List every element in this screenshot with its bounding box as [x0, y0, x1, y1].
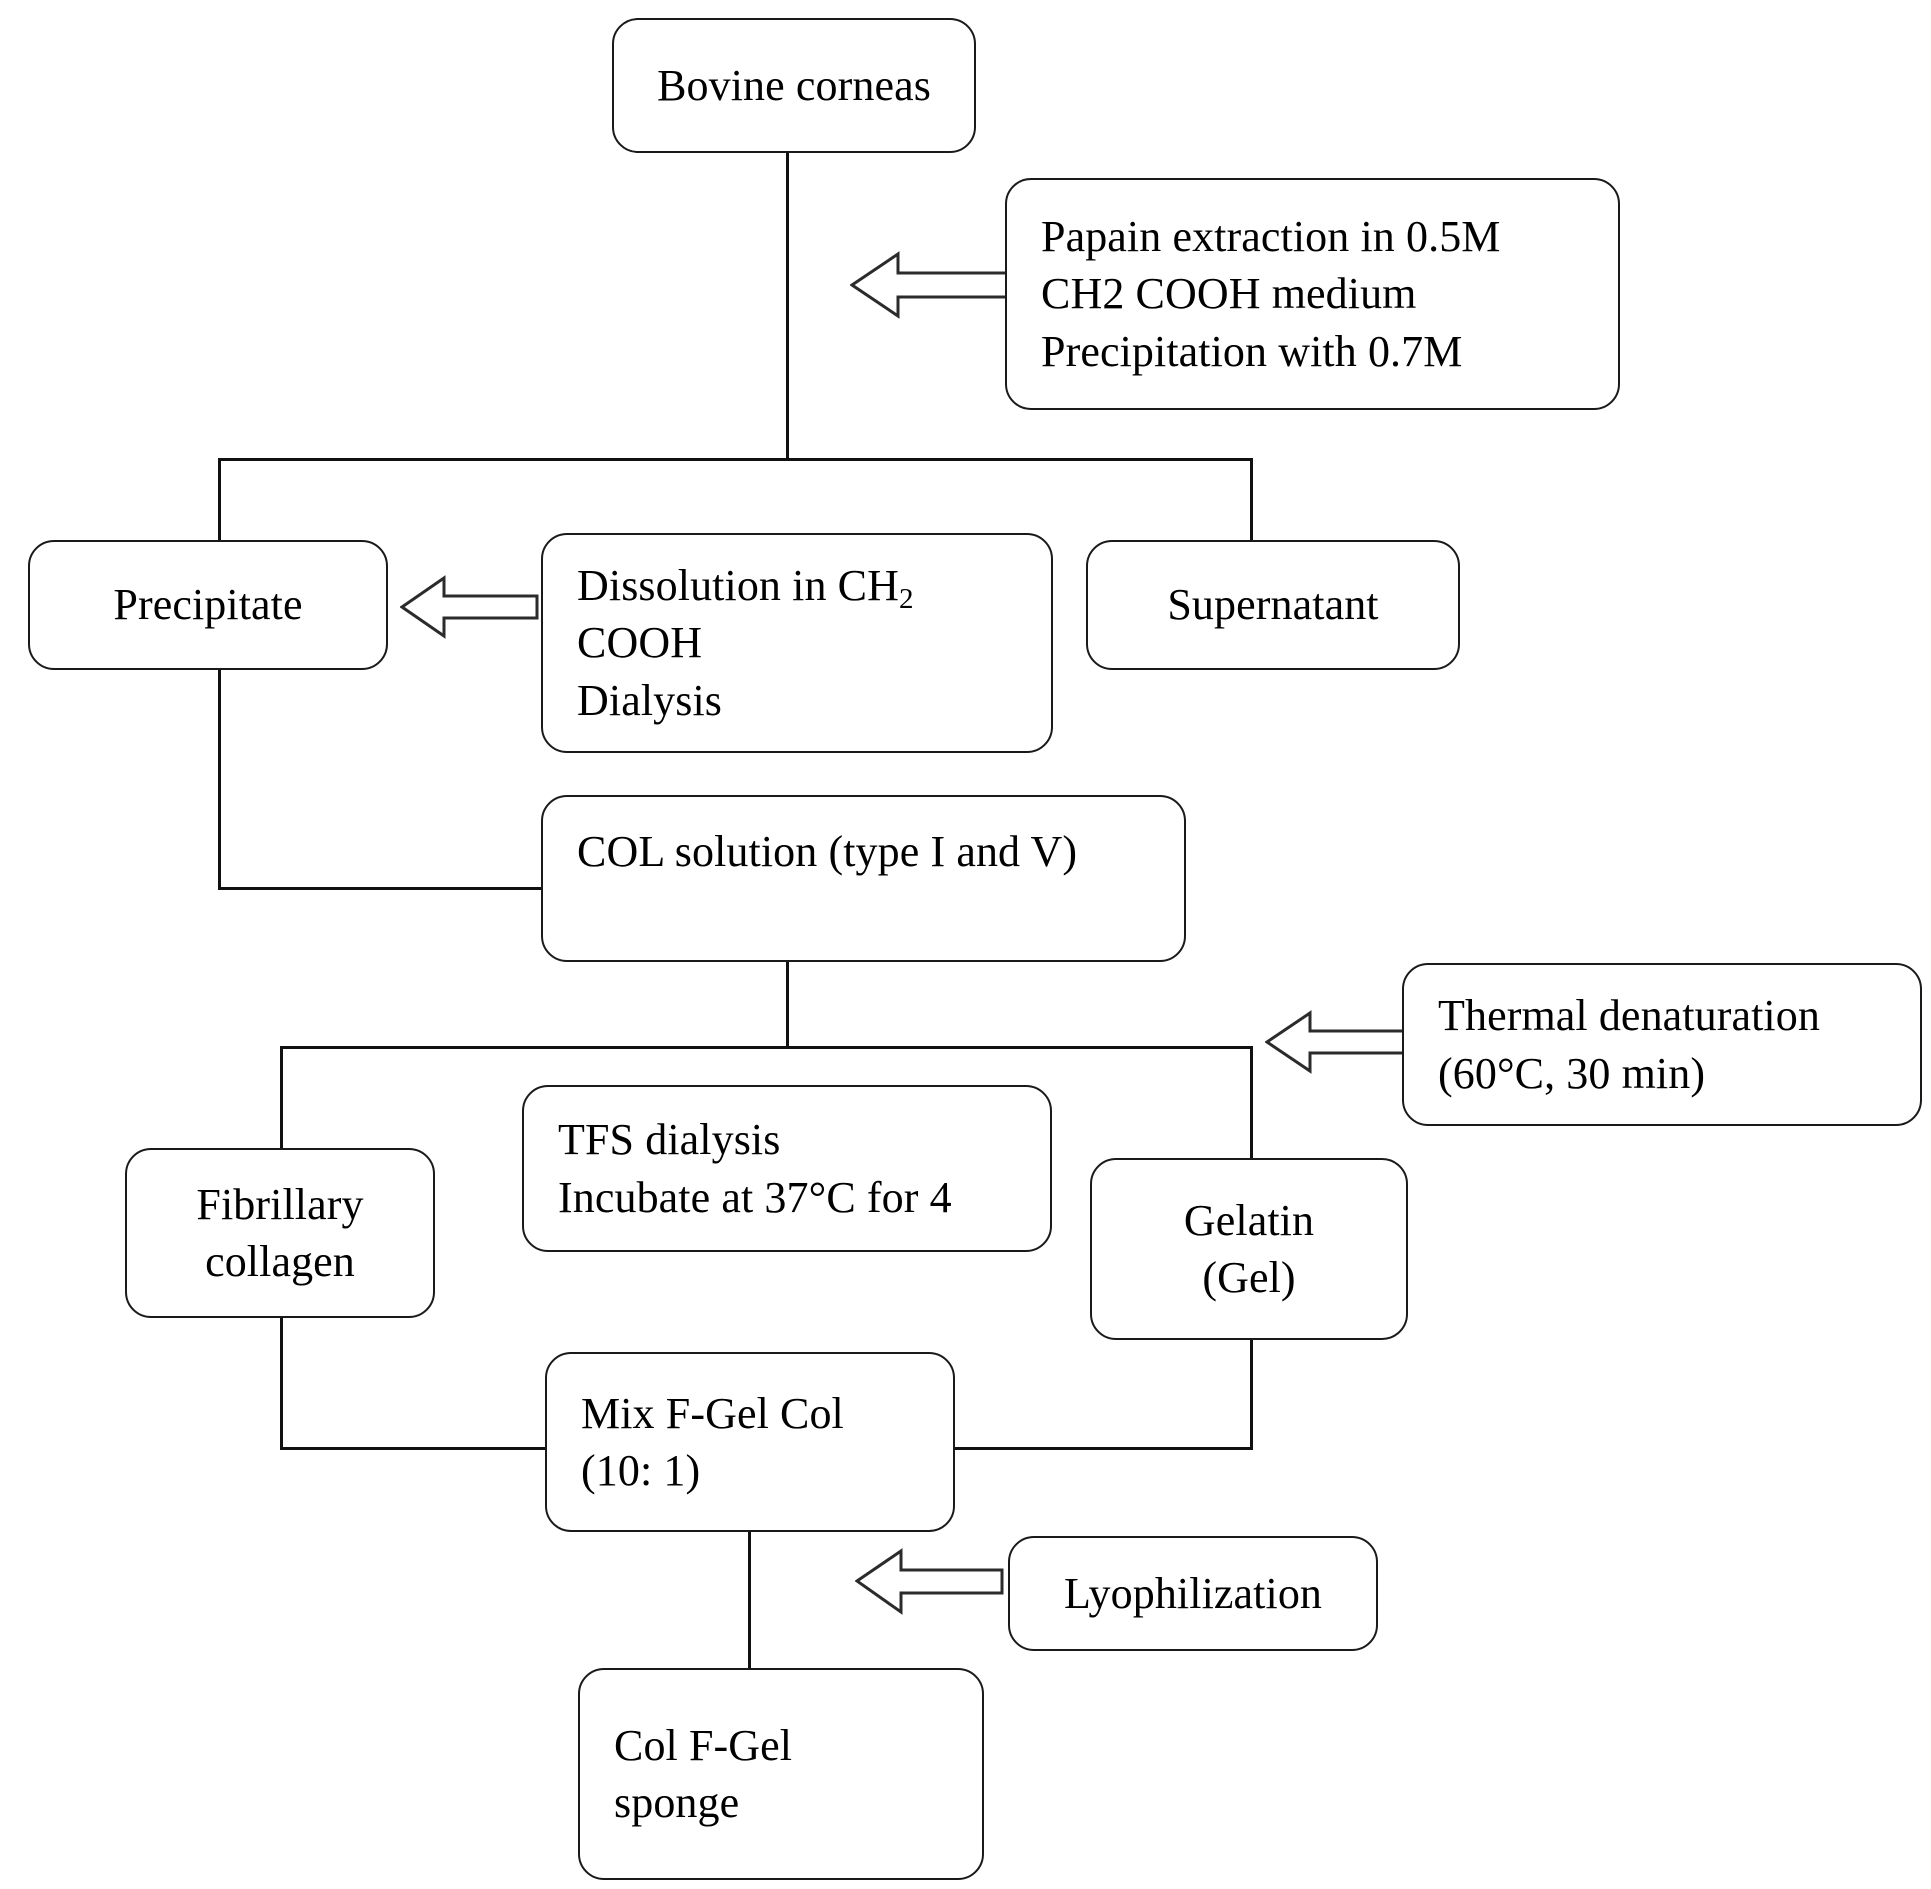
node-mix-f-gel-col[interactable]: Mix F-Gel Col (10: 1): [545, 1352, 955, 1532]
connector-corneas-down: [786, 150, 789, 460]
node-fibrillary-collagen-label: Fibrillary collagen: [196, 1179, 364, 1286]
node-tfs-dialysis-label: TFS dialysis Incubate at 37°C for 4: [558, 1115, 952, 1222]
connector-gelatin-down: [1250, 1336, 1253, 1450]
node-dissolution-line1-prefix: Dissolution in CH: [577, 561, 899, 611]
node-lyophilization-label: Lyophilization: [1063, 1568, 1323, 1618]
node-thermal-denaturation[interactable]: Thermal denaturation (60°C, 30 min): [1402, 963, 1922, 1126]
arrow-to-dissolution-step: [400, 565, 540, 649]
node-tfs-dialysis[interactable]: TFS dialysis Incubate at 37°C for 4: [522, 1085, 1052, 1252]
node-gelatin[interactable]: Gelatin (Gel): [1090, 1158, 1408, 1340]
node-bovine-corneas-label: Bovine corneas: [657, 60, 931, 110]
connector-to-precipitate: [218, 458, 221, 543]
connector-to-fibrillary: [280, 1046, 283, 1152]
node-lyophilization[interactable]: Lyophilization: [1008, 1536, 1378, 1651]
node-dissolution-line1-subscript: 2: [898, 583, 914, 616]
connector-mix-to-sponge: [748, 1530, 751, 1670]
node-precipitate[interactable]: Precipitate: [28, 540, 388, 670]
connector-fibrillary-to-mix: [280, 1447, 550, 1450]
connector-to-gelatin: [1250, 1046, 1253, 1162]
node-mix-f-gel-col-label: Mix F-Gel Col (10: 1): [581, 1388, 844, 1495]
node-col-f-gel-sponge[interactable]: Col F-Gel sponge: [578, 1668, 984, 1880]
arrow-to-lyophilization: [855, 1538, 1005, 1624]
connector-precipitate-down: [218, 668, 221, 890]
connector-col-down: [786, 962, 789, 1048]
node-supernatant[interactable]: Supernatant: [1086, 540, 1460, 670]
node-gelatin-label: Gelatin (Gel): [1183, 1195, 1315, 1302]
node-col-solution-label: COL solution (type I and V): [577, 827, 1078, 876]
connector-split-bar-middle: [280, 1046, 1250, 1049]
node-dissolution-line2: COOH: [577, 618, 703, 668]
node-fibrillary-collagen[interactable]: Fibrillary collagen: [125, 1148, 435, 1318]
arrow-to-papain-extraction: [850, 240, 1010, 330]
node-papain-extraction-label: Papain extraction in 0.5M CH2 COOH mediu…: [1041, 212, 1501, 376]
node-dissolution-line3: Dialysis: [577, 675, 723, 725]
node-bovine-corneas[interactable]: Bovine corneas: [612, 18, 976, 153]
node-col-f-gel-sponge-label: Col F-Gel sponge: [614, 1720, 793, 1827]
connector-gelatin-to-mix: [953, 1447, 1253, 1450]
node-supernatant-label: Supernatant: [1167, 580, 1379, 630]
node-papain-extraction[interactable]: Papain extraction in 0.5M CH2 COOH mediu…: [1005, 178, 1620, 410]
arrow-to-thermal-denaturation: [1265, 1000, 1410, 1084]
node-precipitate-label: Precipitate: [113, 580, 303, 630]
connector-fibrillary-down: [280, 1315, 283, 1450]
node-col-solution[interactable]: COL solution (type I and V): [541, 795, 1186, 962]
connector-to-supernatant: [1250, 458, 1253, 543]
connector-precipitate-to-col: [218, 887, 548, 890]
node-thermal-denaturation-label: Thermal denaturation (60°C, 30 min): [1438, 991, 1820, 1098]
connector-split-bar-top: [218, 458, 1252, 461]
